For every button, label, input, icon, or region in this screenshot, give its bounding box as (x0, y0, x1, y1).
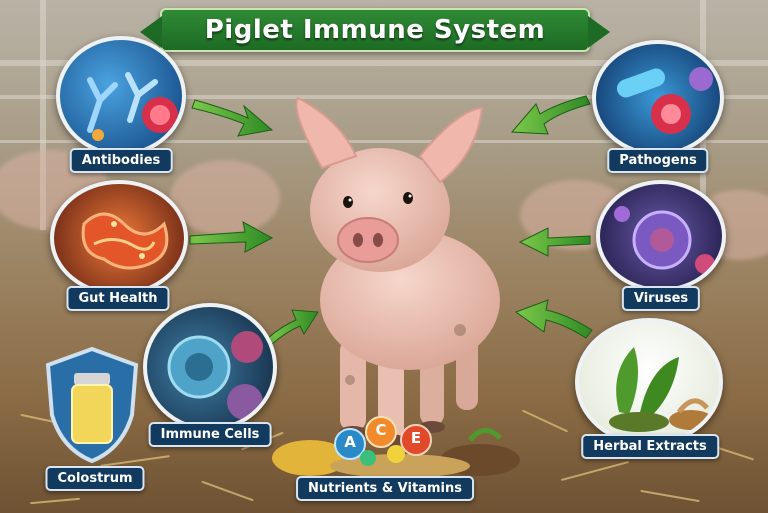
label-nutrients-vitamins: Nutrients & Vitamins (296, 476, 474, 501)
colostrum-shield-image (45, 346, 139, 464)
vitamin-a-letter: A (344, 433, 356, 451)
label-immune-cells: Immune Cells (148, 422, 272, 447)
vitamin-c-letter: C (375, 421, 387, 439)
title-banner: Piglet Immune System (140, 8, 610, 52)
label-colostrum: Colostrum (45, 466, 145, 491)
barn-post (40, 0, 46, 230)
immune-cells-image (143, 303, 277, 431)
label-viruses: Viruses (621, 286, 701, 311)
label-gut-health: Gut Health (66, 286, 170, 311)
piglet-illustration (295, 96, 500, 446)
pathogens-image (592, 40, 724, 156)
arrow-gut-health (189, 221, 274, 253)
arrow-herbal-extracts (514, 299, 593, 339)
label-pathogens: Pathogens (607, 148, 709, 173)
label-herbal-extracts: Herbal Extracts (581, 434, 719, 459)
arrow-antibodies (191, 99, 274, 137)
barn-rail (0, 140, 768, 143)
label-antibodies: Antibodies (69, 148, 173, 173)
arrow-pathogens (510, 95, 591, 135)
nutrients-vitamins-image (272, 416, 520, 478)
arrow-viruses (518, 227, 591, 257)
barn-rail (0, 95, 768, 99)
background-pig (170, 160, 280, 235)
antibodies-image (56, 36, 186, 156)
vitamin-a-bubble (334, 428, 366, 460)
gut-health-image (50, 180, 188, 296)
page-title: Piglet Immune System (204, 15, 546, 45)
vitamin-e-letter: E (410, 429, 422, 447)
vitamin-e-bubble (400, 424, 432, 456)
herbal-extracts-image (575, 318, 723, 446)
arrow-immune-cells (267, 309, 319, 345)
vitamin-c-bubble (365, 416, 397, 448)
viruses-image (596, 180, 726, 292)
barn-rail (0, 60, 768, 66)
